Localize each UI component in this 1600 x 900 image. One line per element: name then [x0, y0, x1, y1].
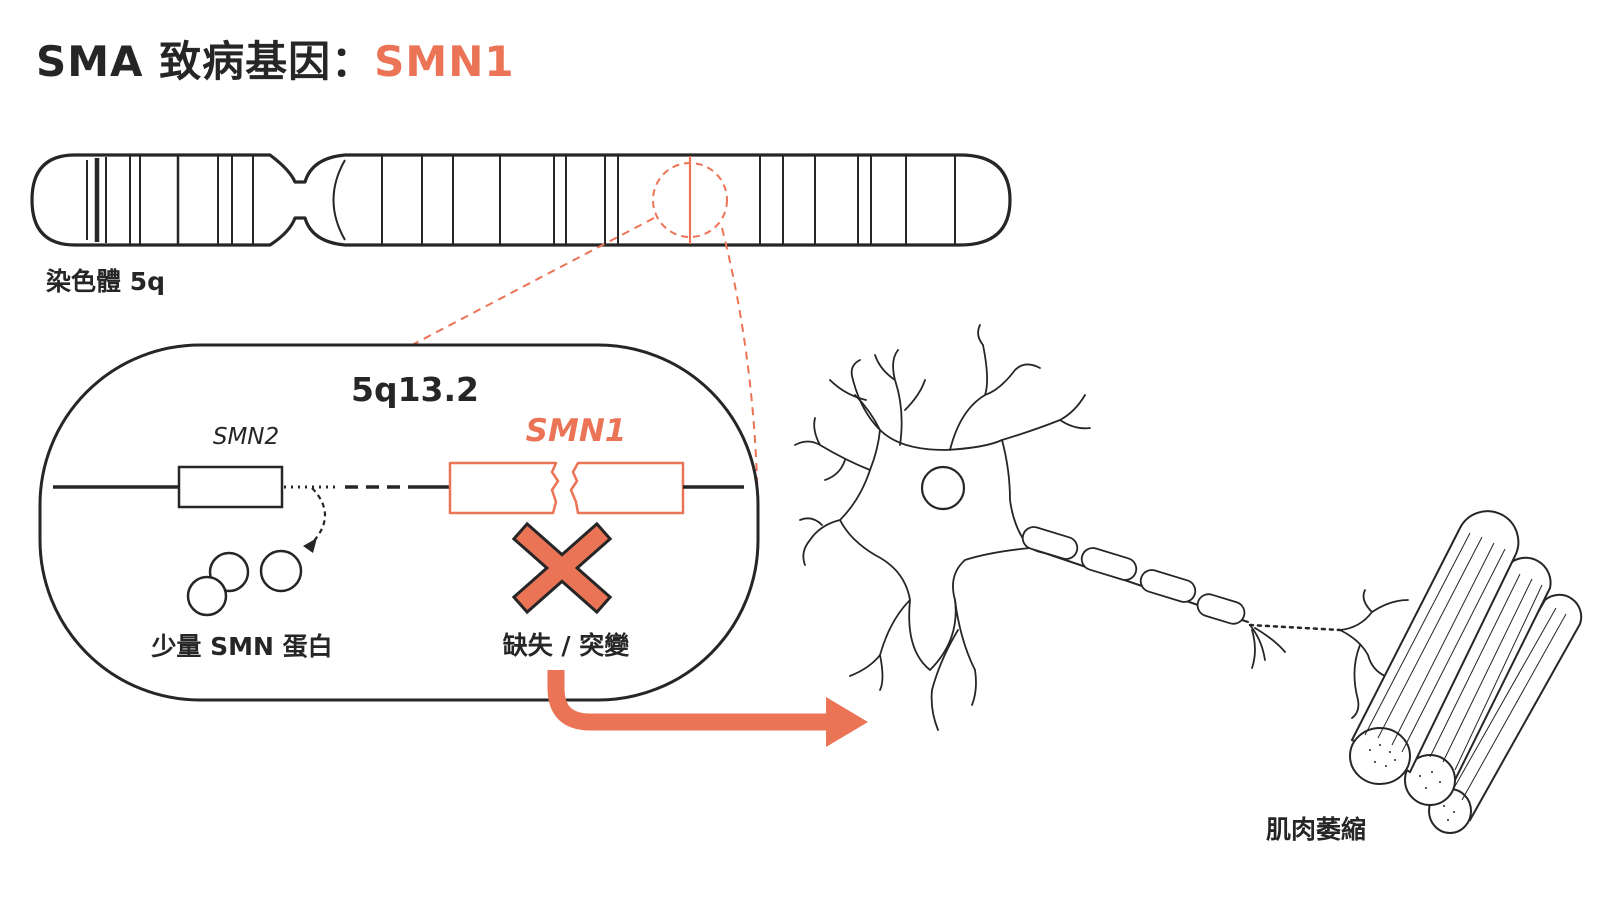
page-title: SMA 致病基因：SMN1: [36, 28, 515, 89]
smn1-label: SMN1: [526, 413, 627, 449]
mutation-label: 缺失 / 突變: [503, 631, 631, 660]
motor-neuron: [794, 324, 1409, 731]
smn1-gene-left-fragment: [448, 461, 560, 515]
smn2-gene-box: [177, 465, 284, 509]
chromosome-label: 染色體 5q: [46, 267, 165, 296]
centromere-curve: [332, 159, 346, 241]
muscle-atrophy-label: 肌肉萎縮: [1266, 815, 1366, 844]
locus-label: 5q13.2: [351, 370, 479, 409]
muscle-fibers: [1349, 510, 1583, 834]
locus-highlight-circle: [652, 162, 728, 238]
chromosome-5: [30, 153, 1012, 247]
protein-label: 少量 SMN 蛋白: [150, 632, 332, 661]
protein-circles: [186, 549, 303, 617]
neuron-soma: [839, 394, 1031, 671]
title-prefix: SMA 致病基因：: [36, 37, 375, 86]
smn1-gene-right-fragment: [569, 461, 685, 515]
chromosome-bands: [86, 156, 956, 244]
locus-zoom-panel: 5q13.2 SMN2 SMN1 少量 SMN 蛋白 缺失 / 突變: [38, 343, 760, 702]
neuron-nucleus: [920, 465, 966, 511]
chromosome-outline: [30, 153, 1012, 247]
expression-arrow-head: [303, 538, 317, 553]
axon-dotted: [1248, 623, 1342, 632]
smn2-label: SMN2: [213, 424, 279, 450]
expression-arrow: [311, 487, 326, 544]
mutation-x-icon: [511, 521, 613, 615]
zoom-lines: [411, 217, 759, 533]
title-gene: SMN1: [374, 37, 515, 86]
consequence-arrow: [547, 670, 868, 747]
myelin-sheaths: [1021, 526, 1246, 625]
